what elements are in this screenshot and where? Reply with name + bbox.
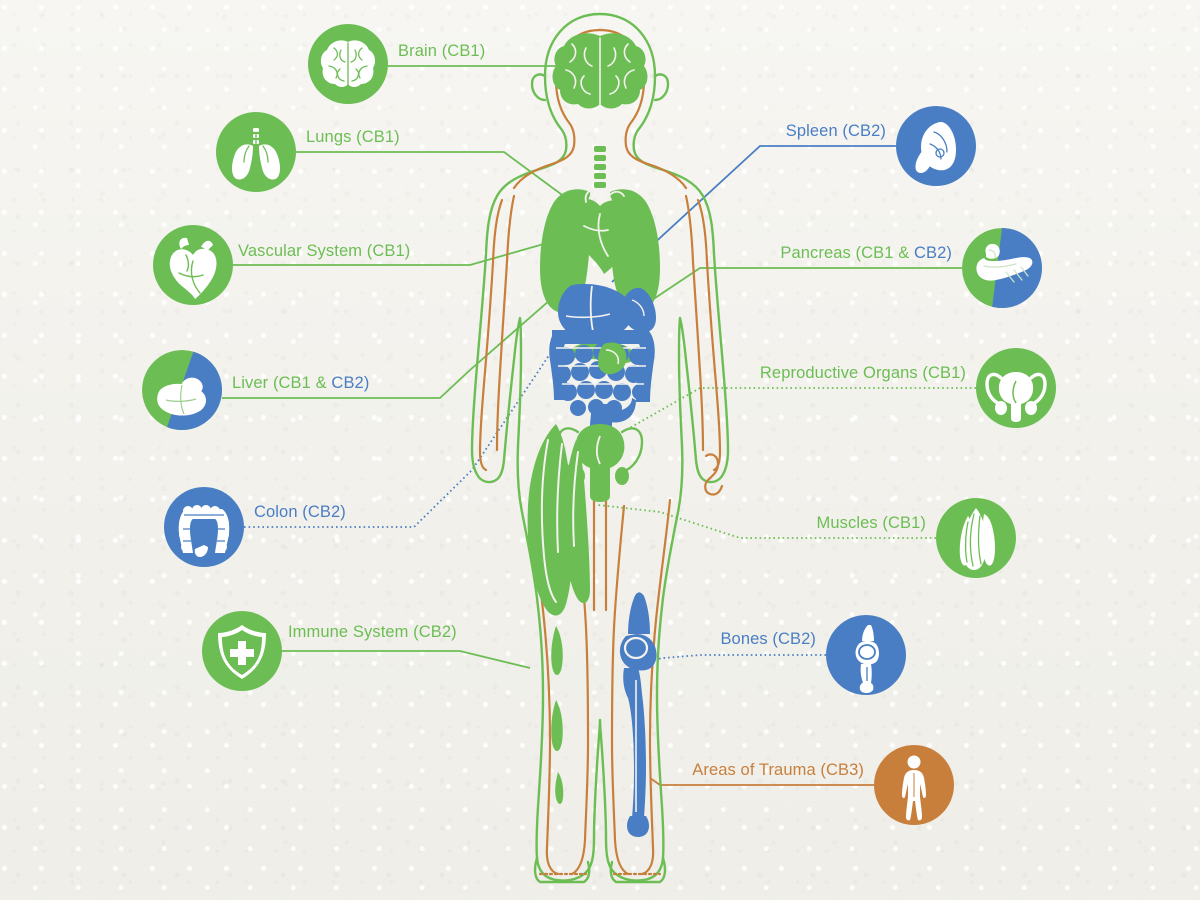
icon-circle-pancreas[interactable]: [962, 228, 1042, 308]
callout-label-liver: Liver (CB1 & CB2): [232, 374, 369, 393]
spleen-icon: [915, 122, 956, 173]
callout-label-lungs: Lungs (CB1): [306, 128, 400, 147]
callout-text-liver-alt: CB2): [331, 374, 370, 392]
callout-text-muscles: Muscles (CB1): [816, 514, 926, 532]
icon-circle-lungs[interactable]: [216, 112, 296, 192]
shield-plus-icon: [218, 625, 266, 679]
organ-stomach: [598, 342, 627, 375]
callout-label-colon: Colon (CB2): [254, 503, 346, 522]
connector-line-immune-system: [282, 650, 531, 669]
callout-text-pancreas: Pancreas (CB1 &: [780, 244, 914, 262]
left-ear-path: [530, 73, 547, 102]
bone-icon: [855, 625, 879, 694]
muscle-icon: [959, 508, 995, 570]
connector-line-spleen: [611, 145, 896, 283]
callout-text-brain: Brain (CB1): [398, 42, 486, 60]
callout-label-immune-system: Immune System (CB2): [288, 623, 457, 642]
icon-circle-muscles[interactable]: [936, 498, 1016, 578]
human-figure-icon: [902, 755, 926, 821]
icon-circle-liver[interactable]: [142, 350, 222, 430]
brain-icon: [320, 40, 376, 87]
right-leg-inner: [640, 498, 672, 876]
callout-label-muscles: Muscles (CB1): [817, 514, 927, 533]
organ-spleen: [622, 288, 656, 333]
liver-icon: [142, 350, 222, 430]
left-arm-inner-2: [495, 194, 516, 452]
connector-line-bones: [649, 654, 826, 661]
icon-circle-areas-of-trauma[interactable]: [874, 745, 954, 825]
callout-text-spleen: Spleen (CB2): [785, 122, 886, 140]
callout-text-pancreas-alt: CB2): [914, 244, 952, 262]
organ-leg-bone: [619, 592, 657, 837]
left-arm-inner: [478, 198, 504, 472]
icon-circle-immune-system[interactable]: [202, 611, 282, 691]
right-arm-inner: [696, 198, 722, 472]
icon-circle-bones[interactable]: [826, 615, 906, 695]
callout-text-colon: Colon (CB2): [254, 503, 346, 521]
right-leg-inner-2: [610, 504, 630, 876]
icon-circle-spleen[interactable]: [896, 106, 976, 186]
callout-label-areas-of-trauma: Areas of Trauma (CB3): [692, 761, 864, 780]
callout-text-immune-system: Immune System (CB2): [288, 623, 457, 641]
callout-text-liver: Liver (CB1 &: [232, 374, 332, 392]
callout-text-areas-of-trauma: Areas of Trauma (CB3): [692, 761, 864, 779]
organ-trachea: [594, 146, 606, 188]
callout-label-pancreas: Pancreas (CB1 & CB2): [780, 244, 952, 263]
icon-circle-colon[interactable]: [164, 487, 244, 567]
callout-label-spleen: Spleen (CB2): [786, 122, 886, 141]
heart-icon: [169, 237, 217, 299]
colon-icon: [178, 505, 230, 557]
reproductive-organs-icon: [985, 372, 1047, 422]
callout-label-reproductive-organs: Reproductive Organs (CB1): [760, 364, 966, 383]
organ-intestines: [549, 330, 655, 438]
icon-circle-reproductive-organs[interactable]: [976, 348, 1056, 428]
callout-label-brain: Brain (CB1): [398, 42, 485, 61]
lungs-icon: [232, 128, 280, 180]
callout-text-lungs: Lungs (CB1): [306, 128, 400, 146]
callout-label-vascular-system: Vascular System (CB1): [238, 242, 410, 261]
icon-circle-brain[interactable]: [308, 24, 388, 104]
left-foot-path: [533, 856, 591, 884]
callout-text-reproductive-organs: Reproductive Organs (CB1): [759, 364, 966, 382]
callout-label-bones: Bones (CB2): [720, 630, 816, 649]
callout-text-bones: Bones (CB2): [720, 630, 816, 648]
right-hand-detail: [704, 453, 724, 496]
body-outline-group: [470, 12, 730, 884]
organ-muscles: [527, 424, 590, 804]
organ-brain: [552, 33, 648, 109]
right-arm-inner-2: [684, 194, 705, 452]
icon-circle-vascular-system[interactable]: [153, 225, 233, 305]
connector-line-lungs: [296, 151, 589, 215]
right-foot-path: [609, 856, 667, 884]
connector-line-muscles: [597, 504, 936, 539]
pancreas-icon: [962, 228, 1042, 308]
body-silhouette-path: [470, 12, 730, 882]
organ-heart: [567, 188, 639, 274]
right-ear-path: [653, 73, 670, 102]
callout-text-vascular-system: Vascular System (CB1): [238, 242, 411, 260]
